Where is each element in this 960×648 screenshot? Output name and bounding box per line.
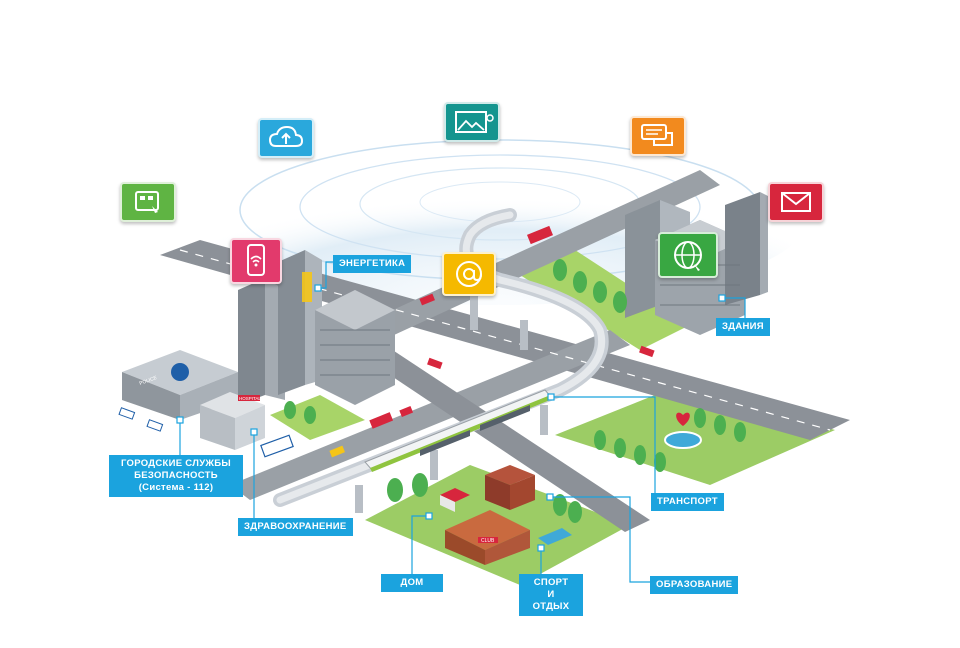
leader-energy (318, 261, 333, 289)
fountain (664, 412, 702, 449)
touch-panel-icon (120, 182, 176, 222)
label-security-line1: ГОРОДСКИЕ СЛУЖБЫ (120, 458, 232, 469)
label-transport: ТРАНСПОРТ (651, 493, 724, 511)
leader-lines (176, 261, 746, 583)
label-home: ДОМ (381, 574, 443, 592)
leader-home (411, 515, 429, 574)
label-sport-line3: ОТДЫХ (532, 601, 570, 612)
label-sport: СПОРТ И ОТДЫХ (519, 574, 583, 616)
hospital: HOSPITAL (200, 392, 265, 450)
leader-transport (551, 396, 656, 493)
houses: CLUB (440, 465, 572, 565)
label-sport-line1: СПОРТ (533, 577, 569, 588)
cloud-upload-icon (258, 118, 314, 158)
label-energy: ЭНЕРГЕТИКА (333, 255, 412, 273)
label-buildings: ЗДАНИЯ (716, 318, 770, 336)
skyscrapers-left (238, 250, 395, 405)
label-healthcare: ЗДРАВООХРАНЕНИЕ (238, 518, 353, 536)
image-gallery-icon (444, 102, 500, 142)
cars (118, 225, 655, 458)
chat-bubble-icon (630, 116, 686, 156)
leader-buildings (722, 297, 746, 318)
police-station: POLICE (122, 350, 238, 420)
hospital-sign: HOSPITAL (239, 396, 261, 401)
label-security-line3: (Система - 112) (138, 482, 214, 493)
label-sport-line2: И (547, 589, 555, 600)
leader-education (550, 496, 650, 583)
at-sign-icon (442, 252, 496, 296)
club-sign: CLUB (481, 538, 495, 544)
mobile-wifi-icon (230, 238, 282, 284)
road-lower (230, 330, 630, 500)
label-education: ОБРАЗОВАНИЕ (650, 576, 739, 594)
elevated-rail (273, 208, 609, 513)
trees (284, 259, 746, 523)
label-security-line2: БЕЗОПАСНОСТЬ (134, 470, 218, 481)
label-security: ГОРОДСКИЕ СЛУЖБЫ БЕЗОПАСНОСТЬ (Система -… (109, 455, 243, 497)
train (364, 389, 553, 472)
road-cross (360, 345, 650, 532)
globe-icon (658, 232, 718, 278)
mail-icon (768, 182, 824, 222)
